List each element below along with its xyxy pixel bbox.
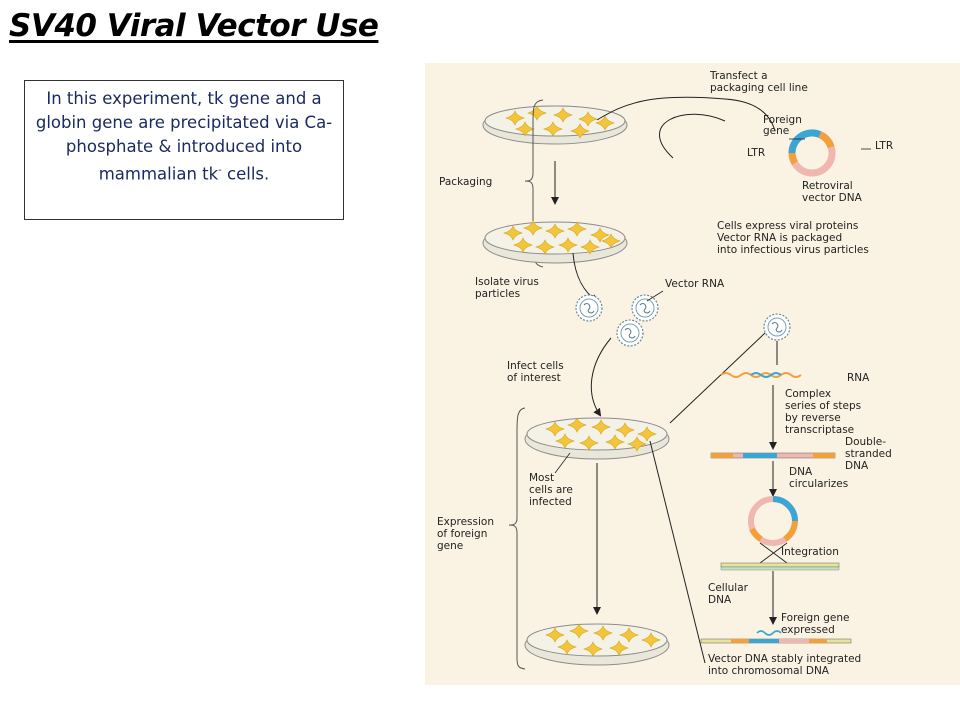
- cellular-dna: [720, 562, 840, 571]
- petri-dish-4: [524, 623, 670, 666]
- label-rna: RNA: [847, 372, 870, 384]
- petri-dish-3: [524, 417, 670, 460]
- note-text: In this experiment, tk gene and a globin…: [35, 89, 333, 184]
- double-stranded-dna: [710, 452, 836, 459]
- label-ltr-right: LTR: [875, 140, 893, 152]
- label-integration: Integration: [781, 546, 839, 558]
- label-vector-rna: Vector RNA: [665, 278, 725, 290]
- note-superscript: -: [218, 165, 222, 176]
- petri-dish-1: [482, 105, 628, 145]
- virus-particles: [575, 294, 791, 347]
- integrated-dna: [700, 630, 852, 644]
- circular-dna: [748, 496, 798, 564]
- label-packaging: Packaging: [439, 176, 492, 188]
- note-text-end: cells.: [221, 164, 270, 184]
- note-box: In this experiment, tk gene and a globin…: [24, 80, 344, 220]
- rna-strand: [720, 372, 802, 378]
- slide-title: SV40 Viral Vector Use: [9, 8, 379, 44]
- label-ltr-left: LTR: [747, 147, 765, 159]
- retroviral-plasmid: [788, 129, 836, 177]
- petri-dish-2: [482, 220, 628, 264]
